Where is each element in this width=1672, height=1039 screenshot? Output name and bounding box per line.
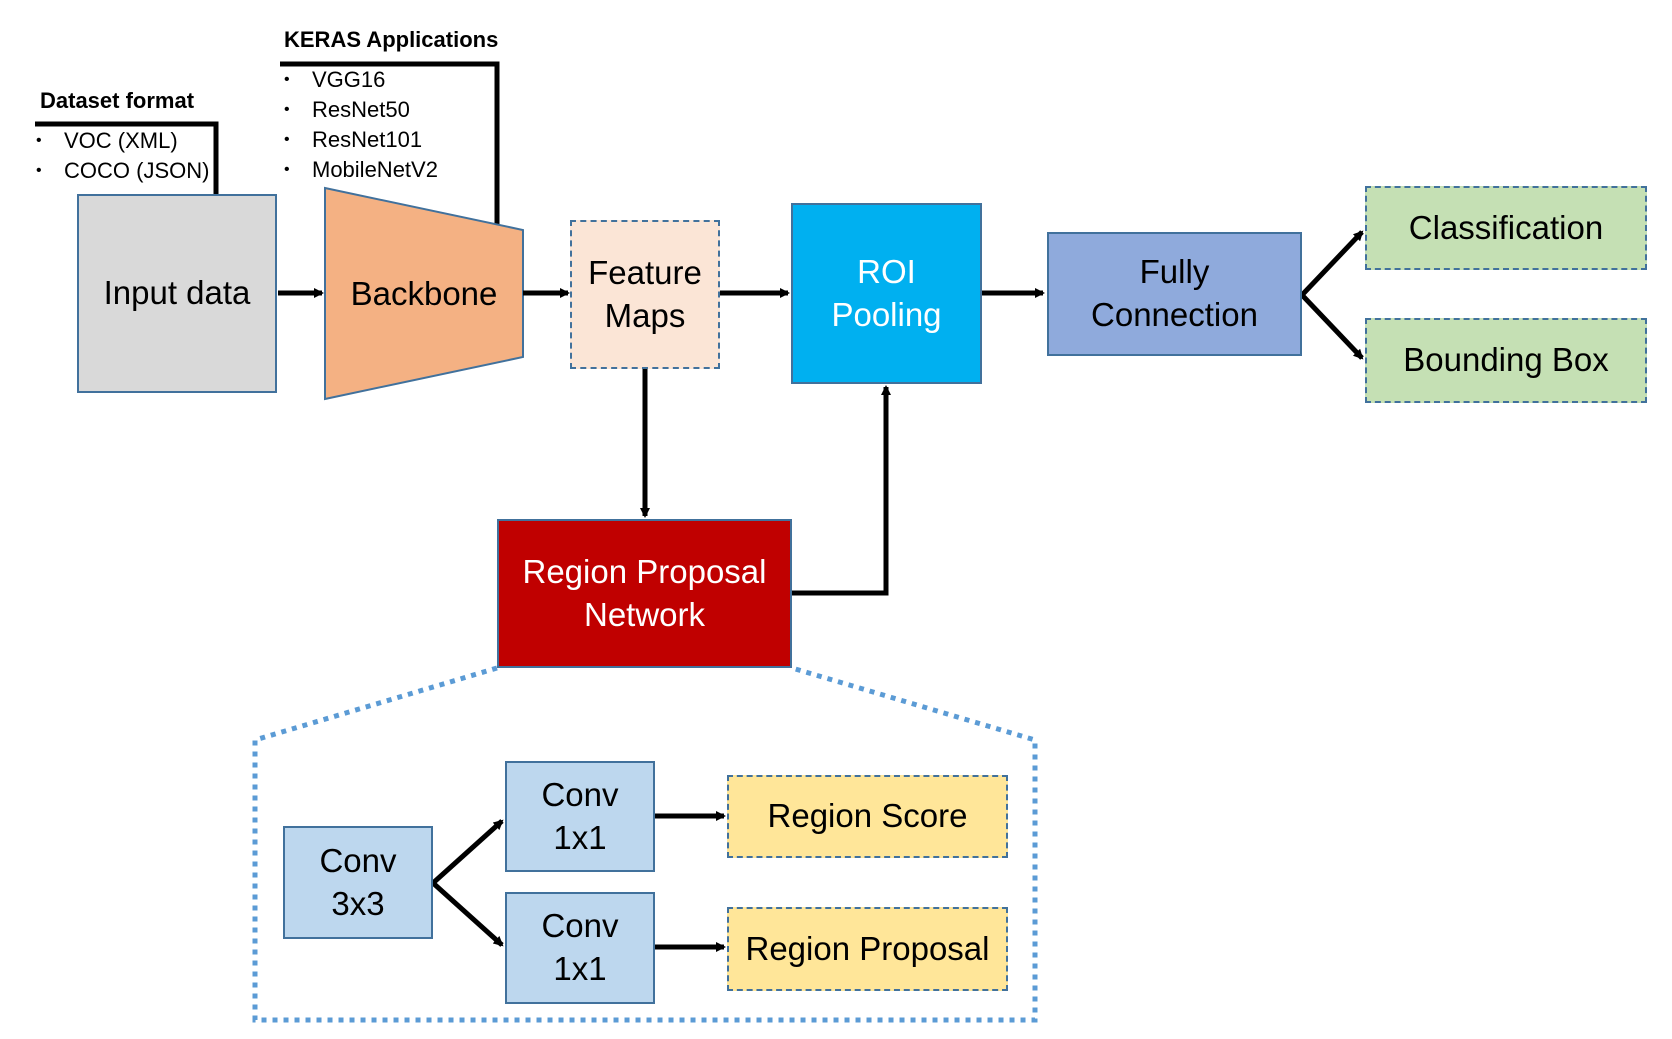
dataset-format-item: VOC (XML) (32, 126, 209, 156)
region-score-label: Region Score (767, 797, 968, 835)
fully-connection-node: Fully Connection (1047, 232, 1302, 356)
conv1x1-top-label-line: Conv (541, 775, 619, 813)
bounding-box-label: Bounding Box (1403, 341, 1609, 379)
dataset-format-list: VOC (XML) COCO (JSON) (32, 126, 209, 186)
conv3x3-node: Conv 3x3 (283, 826, 433, 939)
feature-maps-label-line: Maps (604, 296, 686, 334)
dataset-format-title: Dataset format (40, 88, 195, 113)
conv1x1-bottom-label-line: 1x1 (553, 950, 607, 987)
arrow-conv3x3-to-conv1x1-bottom (431, 881, 504, 947)
backbone-shape (324, 186, 524, 401)
classification-node: Classification (1365, 186, 1647, 270)
input-data-node: Input data (77, 194, 277, 393)
conv1x1-top-node: Conv 1x1 (505, 761, 655, 872)
region-proposal-label: Region Proposal (745, 929, 990, 967)
dataset-format-item: COCO (JSON) (32, 156, 209, 186)
arrow-conv3x3-to-conv1x1-top (431, 819, 504, 885)
rpn-zoom-outline (252, 665, 1038, 1023)
conv3x3-label-line: 3x3 (331, 884, 385, 922)
rpn-label-line: Network (583, 595, 706, 633)
conv1x1-bottom-label-line: Conv (541, 907, 619, 945)
keras-applications-list: VGG16 ResNet50 ResNet101 MobileNetV2 (280, 65, 438, 185)
keras-note-line (280, 61, 500, 226)
backbone-label: Backbone (350, 274, 498, 312)
conv3x3-label-line: Conv (319, 841, 397, 879)
fully-connection-label-line: Fully (1139, 253, 1210, 291)
conv1x1-bottom-node: Conv 1x1 (505, 892, 655, 1004)
keras-model-item: ResNet50 (280, 95, 438, 125)
keras-applications-title: KERAS Applications (284, 27, 499, 52)
keras-model-item: VGG16 (280, 65, 438, 95)
feature-maps-label-line: Feature (588, 253, 702, 291)
bounding-box-node: Bounding Box (1365, 318, 1647, 403)
region-proposal-network-node: Region Proposal Network (497, 519, 792, 668)
arrow-fc-to-classification (1300, 230, 1364, 297)
arrow-fc-to-bounding-box (1300, 293, 1364, 360)
roi-pooling-node: ROI Pooling (791, 203, 982, 384)
fully-connection-label-line: Connection (1091, 296, 1258, 333)
arrow-rpn-to-roi (792, 385, 891, 596)
keras-model-item: MobileNetV2 (280, 155, 438, 185)
keras-model-item: ResNet101 (280, 125, 438, 155)
classification-label: Classification (1408, 208, 1604, 246)
rpn-label-line: Region Proposal (522, 552, 767, 590)
roi-pooling-label-line: Pooling (831, 295, 942, 333)
region-score-node: Region Score (727, 775, 1008, 858)
roi-pooling-label-line: ROI (857, 252, 916, 290)
input-data-label: Input data (103, 274, 251, 312)
feature-maps-node: Feature Maps (570, 220, 720, 369)
region-proposal-node: Region Proposal (727, 907, 1008, 991)
conv1x1-top-label-line: 1x1 (553, 818, 607, 856)
dataset-note-line (35, 121, 219, 195)
